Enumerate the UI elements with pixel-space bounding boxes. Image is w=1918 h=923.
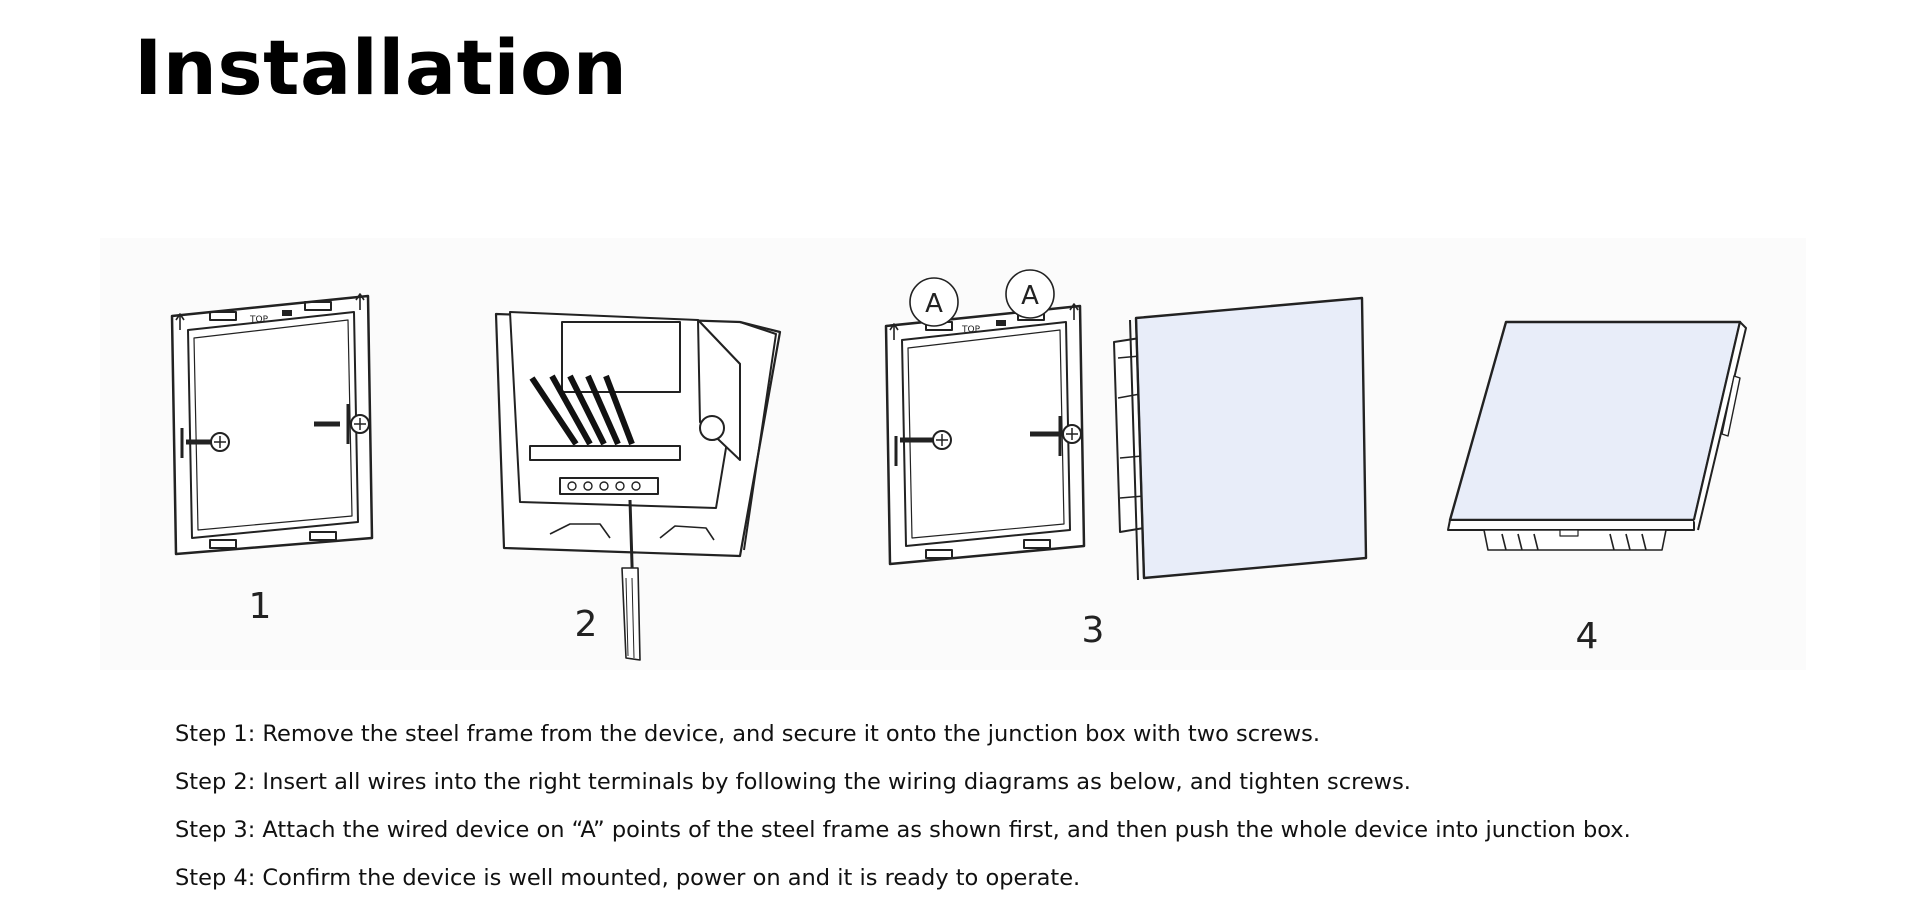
step-figure-label-3: 3 [1082, 610, 1105, 651]
step-1-text: Step 1: Remove the steel frame from the … [175, 721, 1320, 747]
frame-attach-illustration-3: TOP A A [884, 269, 1368, 581]
step-figure-label-4: 4 [1576, 616, 1599, 657]
steel-frame-illustration-1: TOP [170, 293, 374, 556]
point-a-label: A [1021, 281, 1039, 311]
mounted-device-illustration-4 [1447, 320, 1747, 551]
step-figure-label-1: 1 [249, 586, 272, 627]
step-4-text: Step 4: Confirm the device is well mount… [175, 865, 1081, 891]
frame-top-text: TOP [249, 315, 269, 325]
device-panel [1134, 296, 1368, 580]
installation-figure: TOP 1 [100, 238, 1806, 670]
step-figure-label-2: 2 [575, 604, 598, 645]
device-wiring-illustration-2 [494, 311, 782, 661]
point-a-label: A [925, 289, 943, 319]
step-2-text: Step 2: Insert all wires into the right … [175, 769, 1411, 795]
page-title: Installation [134, 23, 628, 112]
point-a-marker [1005, 269, 1055, 319]
installation-steps: Step 1: Remove the steel frame from the … [175, 710, 1875, 902]
point-a-marker [909, 277, 959, 327]
device-panel [1448, 320, 1742, 522]
step-3-text: Step 3: Attach the wired device on “A” p… [175, 817, 1631, 843]
frame-top-text: TOP [961, 325, 981, 335]
